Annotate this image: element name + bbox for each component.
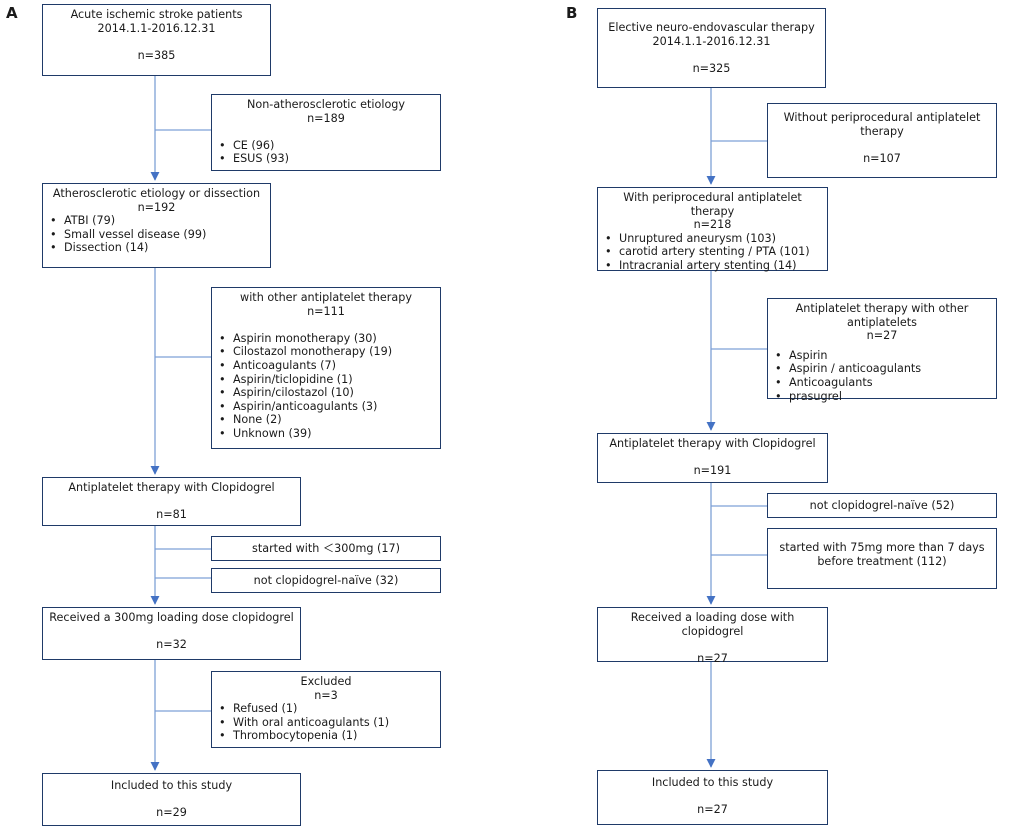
node-text: started with ＜300mg (17) — [252, 542, 400, 555]
node-title: Included to this study — [110, 779, 233, 792]
item-list: Unruptured aneurysm (103) carotid artery… — [604, 232, 821, 273]
b-node-elective-therapy: Elective neuro-endovascular therapy 2014… — [597, 8, 826, 88]
node-text: not clopidogrel-naïve (32) — [253, 574, 399, 587]
a-exclusion-not-naive: not clopidogrel-naïve (32) — [211, 568, 441, 593]
node-count: n=29 — [156, 806, 187, 820]
b-exclusion-started-75mg: started with 75mg more than 7 days befor… — [767, 528, 997, 589]
list-item: Aspirin/cilostazol (10) — [218, 386, 434, 400]
a-exclusion-other-antiplatelet: with other antiplatelet therapy n=111 As… — [211, 287, 441, 449]
node-title: Received a 300mg loading dose clopidogre… — [49, 611, 294, 624]
panel-label-b: B — [566, 4, 578, 22]
panel-label-a: A — [6, 4, 18, 22]
node-title: Antiplatelet therapy with other antiplat… — [795, 302, 969, 329]
a-exclusion-non-atherosclerotic: Non-atherosclerotic etiology n=189 CE (9… — [211, 94, 441, 171]
list-item: prasugrel — [774, 390, 990, 404]
node-count: n=27 — [697, 651, 728, 665]
node-count: n=218 — [693, 218, 732, 232]
list-item: Anticoagulants — [774, 376, 990, 390]
list-item: Unruptured aneurysm (103) — [604, 232, 821, 246]
node-count: n=189 — [307, 111, 345, 125]
node-title: Excluded — [300, 675, 352, 688]
item-list: ATBI (79) Small vessel disease (99) Diss… — [49, 214, 264, 255]
a-node-stroke-patients: Acute ischemic stroke patients 2014.1.1-… — [42, 4, 271, 76]
list-item: Thrombocytopenia (1) — [218, 729, 434, 743]
list-item: CE (96) — [218, 139, 434, 153]
a-exclusion-started-low-dose: started with ＜300mg (17) — [211, 536, 441, 561]
list-item: Unknown (39) — [218, 427, 434, 441]
b-node-with-antiplatelet: With periprocedural antiplatelet therapy… — [597, 187, 828, 273]
list-item: Refused (1) — [218, 702, 434, 716]
list-item: Aspirin — [774, 349, 990, 363]
node-title: Received a loading dose with clopidogrel — [630, 611, 795, 638]
list-item: Aspirin/anticoagulants (3) — [218, 400, 434, 414]
node-title: Antiplatelet therapy with Clopidogrel — [609, 437, 816, 450]
b-exclusion-not-naive: not clopidogrel-naïve (52) — [767, 493, 997, 518]
node-title: Non-atherosclerotic etiology — [246, 98, 406, 111]
list-item: Small vessel disease (99) — [49, 228, 264, 242]
node-count: n=27 — [866, 329, 898, 343]
list-item: With oral anticoagulants (1) — [218, 716, 434, 730]
list-item: Aspirin monotherapy (30) — [218, 332, 434, 346]
node-count: n=325 — [692, 61, 731, 75]
a-node-included: Included to this study n=29 — [42, 773, 301, 826]
list-item: Aspirin/ticlopidine (1) — [218, 373, 434, 387]
list-item: ATBI (79) — [49, 214, 264, 228]
node-count: n=191 — [693, 464, 732, 478]
node-title: with other antiplatelet therapy — [240, 291, 412, 304]
a-node-clopidogrel: Antiplatelet therapy with Clopidogrel n=… — [42, 477, 301, 526]
a-exclusion-excluded: Excluded n=3 Refused (1) With oral antic… — [211, 671, 441, 748]
b-exclusion-without-antiplatelet: Without periprocedural antiplatelet ther… — [767, 103, 997, 178]
node-count: n=385 — [137, 48, 176, 62]
node-count: n=192 — [137, 200, 176, 214]
node-title: Antiplatelet therapy with Clopidogrel — [68, 481, 275, 494]
node-count: n=3 — [314, 688, 338, 702]
item-list: Refused (1) With oral anticoagulants (1)… — [218, 702, 434, 743]
a-node-loading-dose: Received a 300mg loading dose clopidogre… — [42, 607, 301, 660]
list-item: Anticoagulants (7) — [218, 359, 434, 373]
node-count: n=107 — [863, 151, 901, 165]
node-title: Elective neuro-endovascular therapy 2014… — [608, 21, 815, 48]
list-item: Dissection (14) — [49, 241, 264, 255]
b-node-clopidogrel: Antiplatelet therapy with Clopidogrel n=… — [597, 433, 828, 483]
list-item: Aspirin / anticoagulants — [774, 362, 990, 376]
a-node-atherosclerotic: Atherosclerotic etiology or dissection n… — [42, 183, 271, 268]
b-node-loading-dose: Received a loading dose with clopidogrel… — [597, 607, 828, 665]
node-text: started with 75mg more than 7 days befor… — [779, 541, 985, 568]
item-list: Aspirin Aspirin / anticoagulants Anticoa… — [774, 349, 990, 403]
node-count: n=27 — [697, 803, 728, 817]
node-title: Atherosclerotic etiology or dissection — [52, 187, 261, 200]
list-item: Cilostazol monotherapy (19) — [218, 345, 434, 359]
item-list: Aspirin monotherapy (30) Cilostazol mono… — [218, 332, 434, 441]
node-count: n=111 — [307, 304, 345, 318]
node-title: Without periprocedural antiplatelet ther… — [783, 111, 981, 138]
item-list: CE (96) ESUS (93) — [218, 139, 434, 166]
b-node-included: Included to this study n=27 — [597, 770, 828, 825]
list-item: carotid artery stenting / PTA (101) — [604, 245, 821, 259]
node-text: not clopidogrel-naïve (52) — [809, 499, 955, 512]
list-item: None (2) — [218, 413, 434, 427]
node-count: n=81 — [156, 508, 187, 522]
node-title: Included to this study — [651, 776, 774, 789]
list-item: ESUS (93) — [218, 152, 434, 166]
node-title: With periprocedural antiplatelet therapy — [623, 191, 802, 218]
b-exclusion-other-antiplatelets: Antiplatelet therapy with other antiplat… — [767, 298, 997, 403]
list-item: Intracranial artery stenting (14) — [604, 259, 821, 273]
node-count: n=32 — [156, 638, 187, 652]
node-title: Acute ischemic stroke patients 2014.1.1-… — [70, 8, 243, 35]
